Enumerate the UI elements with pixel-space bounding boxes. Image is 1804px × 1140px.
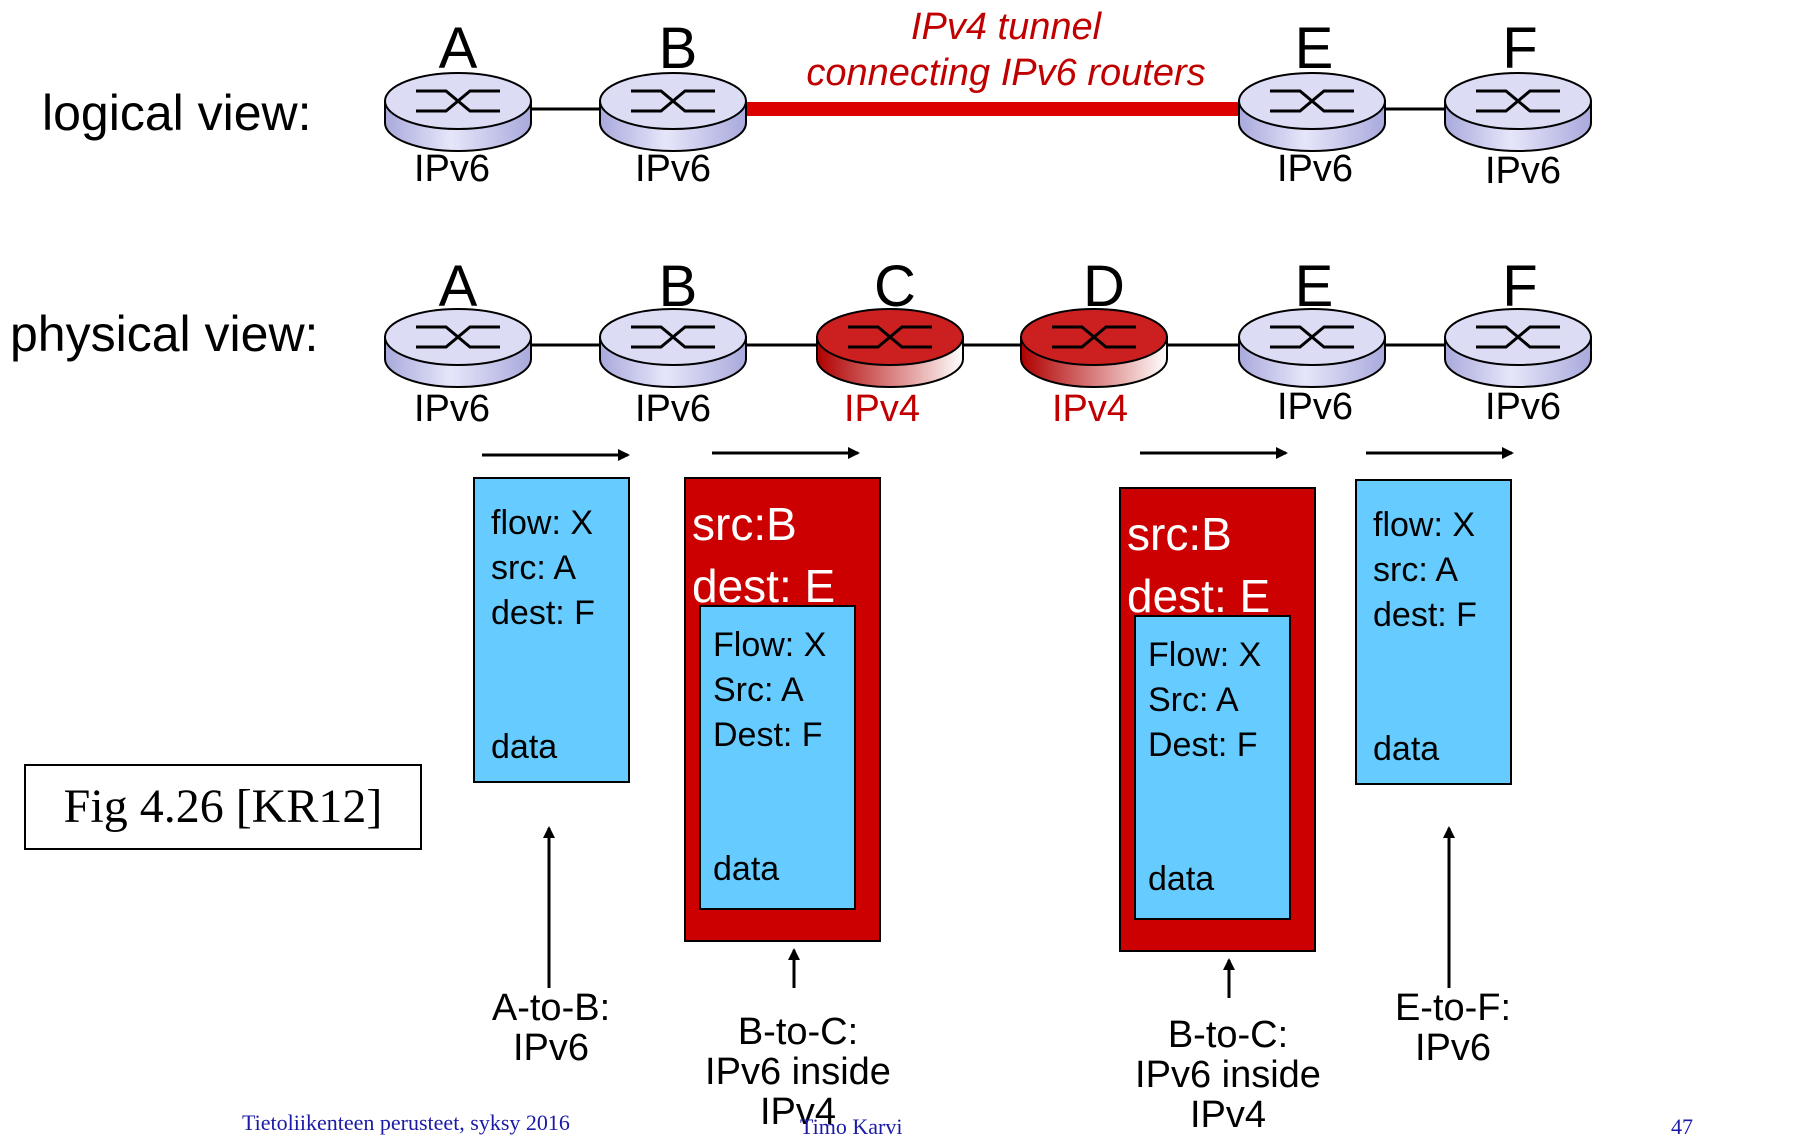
packet-field-dest: dest: F xyxy=(1373,596,1477,634)
outer-field-src: src:B xyxy=(1127,508,1232,560)
router-protocol: IPv6 xyxy=(634,388,712,430)
encapsulated-ipv6-datagram: Flow: X Src: A Dest: F data xyxy=(699,605,856,910)
router-protocol: IPv6 xyxy=(413,388,491,430)
router-icon xyxy=(1237,307,1387,389)
packet-field-data: data xyxy=(491,728,558,766)
packet-field-flow: flow: X xyxy=(1373,506,1476,544)
packet-field-dest: dest: F xyxy=(491,594,595,632)
caption-line: B-to-C: xyxy=(737,1011,859,1053)
packet-field-src: Src: A xyxy=(713,671,804,709)
router-icon xyxy=(598,307,748,389)
router-protocol: IPv6 xyxy=(1276,148,1354,190)
router-protocol: IPv4 xyxy=(1051,388,1129,430)
caption-line: IPv6 inside xyxy=(1135,1054,1321,1096)
caption-line: E-to-F: xyxy=(1394,987,1512,1029)
router-name-b: B xyxy=(658,16,698,81)
router-protocol: IPv6 xyxy=(634,148,712,190)
router-name-b: B xyxy=(658,254,698,319)
packet-field-data: data xyxy=(713,850,780,888)
outer-field-src: src:B xyxy=(692,498,797,550)
caption-line: A-to-B: xyxy=(491,987,611,1029)
router-name-c: C xyxy=(874,254,916,319)
ipv4-datagram: src:B dest: E Flow: X Src: A Dest: F dat… xyxy=(1119,487,1316,952)
figure-reference: Fig 4.26 [KR12] xyxy=(24,764,422,850)
router-icon xyxy=(383,71,533,153)
router-icon xyxy=(1443,307,1593,389)
tunnel-label-line2: connecting IPv6 routers xyxy=(806,52,1206,94)
packet-field-dest: Dest: F xyxy=(1148,726,1258,764)
caption-d-to-e: B-to-C: IPv6 inside IPv4 xyxy=(1135,1015,1321,1135)
caption-b-to-c: B-to-C: IPv6 inside IPv4 xyxy=(705,1012,891,1132)
packet-field-flow: Flow: X xyxy=(1148,636,1262,674)
router-name-a: A xyxy=(438,254,478,319)
packet-field-src: src: A xyxy=(491,549,577,587)
encapsulated-ipv6-datagram: Flow: X Src: A Dest: F data xyxy=(1134,615,1291,920)
packet-field-data: data xyxy=(1373,730,1440,768)
packet-field-flow: flow: X xyxy=(491,504,594,542)
caption-line: IPv6 xyxy=(512,1027,590,1069)
physical-view-label: physical view: xyxy=(10,306,319,362)
logical-view-label: logical view: xyxy=(42,85,312,141)
router-protocol: IPv4 xyxy=(843,388,921,430)
router-name-e: E xyxy=(1294,254,1334,319)
page-number: 47 xyxy=(1671,1114,1693,1139)
router-name-a: A xyxy=(438,16,478,81)
router-protocol: IPv6 xyxy=(1276,386,1354,428)
packet-field-dest: Dest: F xyxy=(713,716,823,754)
router-icon xyxy=(815,307,965,389)
router-protocol: IPv6 xyxy=(413,148,491,190)
router-name-d: D xyxy=(1083,254,1125,319)
ipv6-datagram: flow: X src: A dest: F data xyxy=(473,477,630,783)
tunnel-label-line1: IPv4 tunnel xyxy=(910,6,1102,48)
caption-line: IPv6 xyxy=(1414,1027,1492,1069)
caption-line: IPv4 xyxy=(1189,1094,1267,1136)
caption-e-to-f: E-to-F: IPv6 xyxy=(1395,988,1511,1068)
packet-field-flow: Flow: X xyxy=(713,626,827,664)
outer-field-dest: dest: E xyxy=(692,560,836,612)
footer-course: Tietoliikenteen perusteet, syksy 2016 xyxy=(242,1110,570,1135)
router-name-f: F xyxy=(1502,16,1538,81)
router-name-e: E xyxy=(1294,16,1334,81)
footer-author: Timo Karvi xyxy=(800,1114,903,1139)
ipv6-datagram: flow: X src: A dest: F data xyxy=(1355,479,1512,785)
router-protocol: IPv6 xyxy=(1484,386,1562,428)
router-icon xyxy=(1237,71,1387,153)
caption-line: IPv4 xyxy=(759,1091,837,1133)
router-icon xyxy=(598,71,748,153)
caption-line: B-to-C: xyxy=(1167,1014,1289,1056)
caption-line: IPv6 inside xyxy=(705,1051,891,1093)
router-icon xyxy=(1019,307,1169,389)
packet-field-data: data xyxy=(1148,860,1215,898)
outer-field-dest: dest: E xyxy=(1127,570,1271,622)
tunnel-label: IPv4 tunnel connecting IPv6 routers xyxy=(806,4,1205,96)
packet-field-src: Src: A xyxy=(1148,681,1239,719)
caption-a-to-b: A-to-B: IPv6 xyxy=(492,988,610,1068)
router-name-f: F xyxy=(1502,254,1538,319)
router-protocol: IPv6 xyxy=(1484,150,1562,192)
router-icon xyxy=(383,307,533,389)
packet-field-src: src: A xyxy=(1373,551,1459,589)
ipv4-datagram: src:B dest: E Flow: X Src: A Dest: F dat… xyxy=(684,477,881,942)
router-icon xyxy=(1443,71,1593,153)
